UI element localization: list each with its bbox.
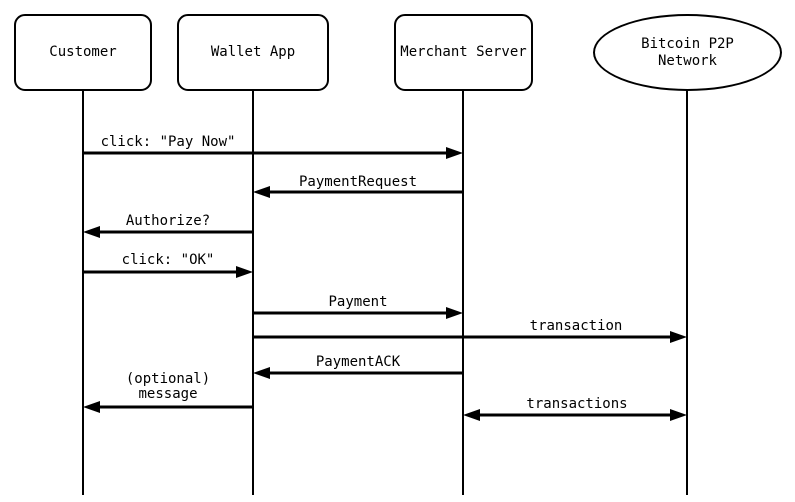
actor-merchant-server-label: Merchant Server [400,44,527,60]
actor-bitcoin-p2p-network-label: Bitcoin P2P Network [641,35,734,69]
message-arrow-payment-ack [253,367,463,379]
message-arrow-click-ok [83,266,253,278]
arrowhead-right-icon [670,331,687,343]
message-arrow-payment-request [253,186,463,198]
arrowhead-left-icon [253,367,270,379]
actor-wallet-app: Wallet App [177,14,329,91]
message-arrow-authorize [83,226,253,238]
arrowhead-right-icon [446,307,463,319]
arrowhead-left-icon [83,401,100,413]
arrowhead-left-icon [463,409,480,421]
message-arrow-transactions [463,409,687,421]
arrowhead-left-icon [253,186,270,198]
arrowhead-right-icon [446,147,463,159]
actor-customer-label: Customer [49,44,117,60]
actor-wallet-app-label: Wallet App [210,44,296,60]
actor-bitcoin-p2p-network: Bitcoin P2P Network [593,14,782,91]
message-label-payment-request: PaymentRequest [298,174,418,190]
actor-customer: Customer [14,14,152,91]
message-label-payment-ack: PaymentACK [315,354,401,370]
message-label-click-ok: click: "OK" [121,252,215,268]
message-arrow-optional-message [83,401,253,413]
message-label-click-pay-now: click: "Pay Now" [100,134,236,150]
message-label-payment: Payment [328,294,388,310]
message-arrow-transaction [253,331,687,343]
message-arrow-payment [253,307,463,319]
message-label-transactions: transactions [526,396,628,412]
arrowhead-right-icon [236,266,253,278]
arrowhead-left-icon [83,226,100,238]
arrowhead-right-icon [670,409,687,421]
actor-merchant-server: Merchant Server [394,14,533,91]
message-label-authorize: Authorize? [125,213,211,229]
message-arrow-click-pay-now [83,147,463,159]
message-label-transaction: transaction [529,318,623,334]
message-label-optional-message: (optional) message [125,371,211,402]
